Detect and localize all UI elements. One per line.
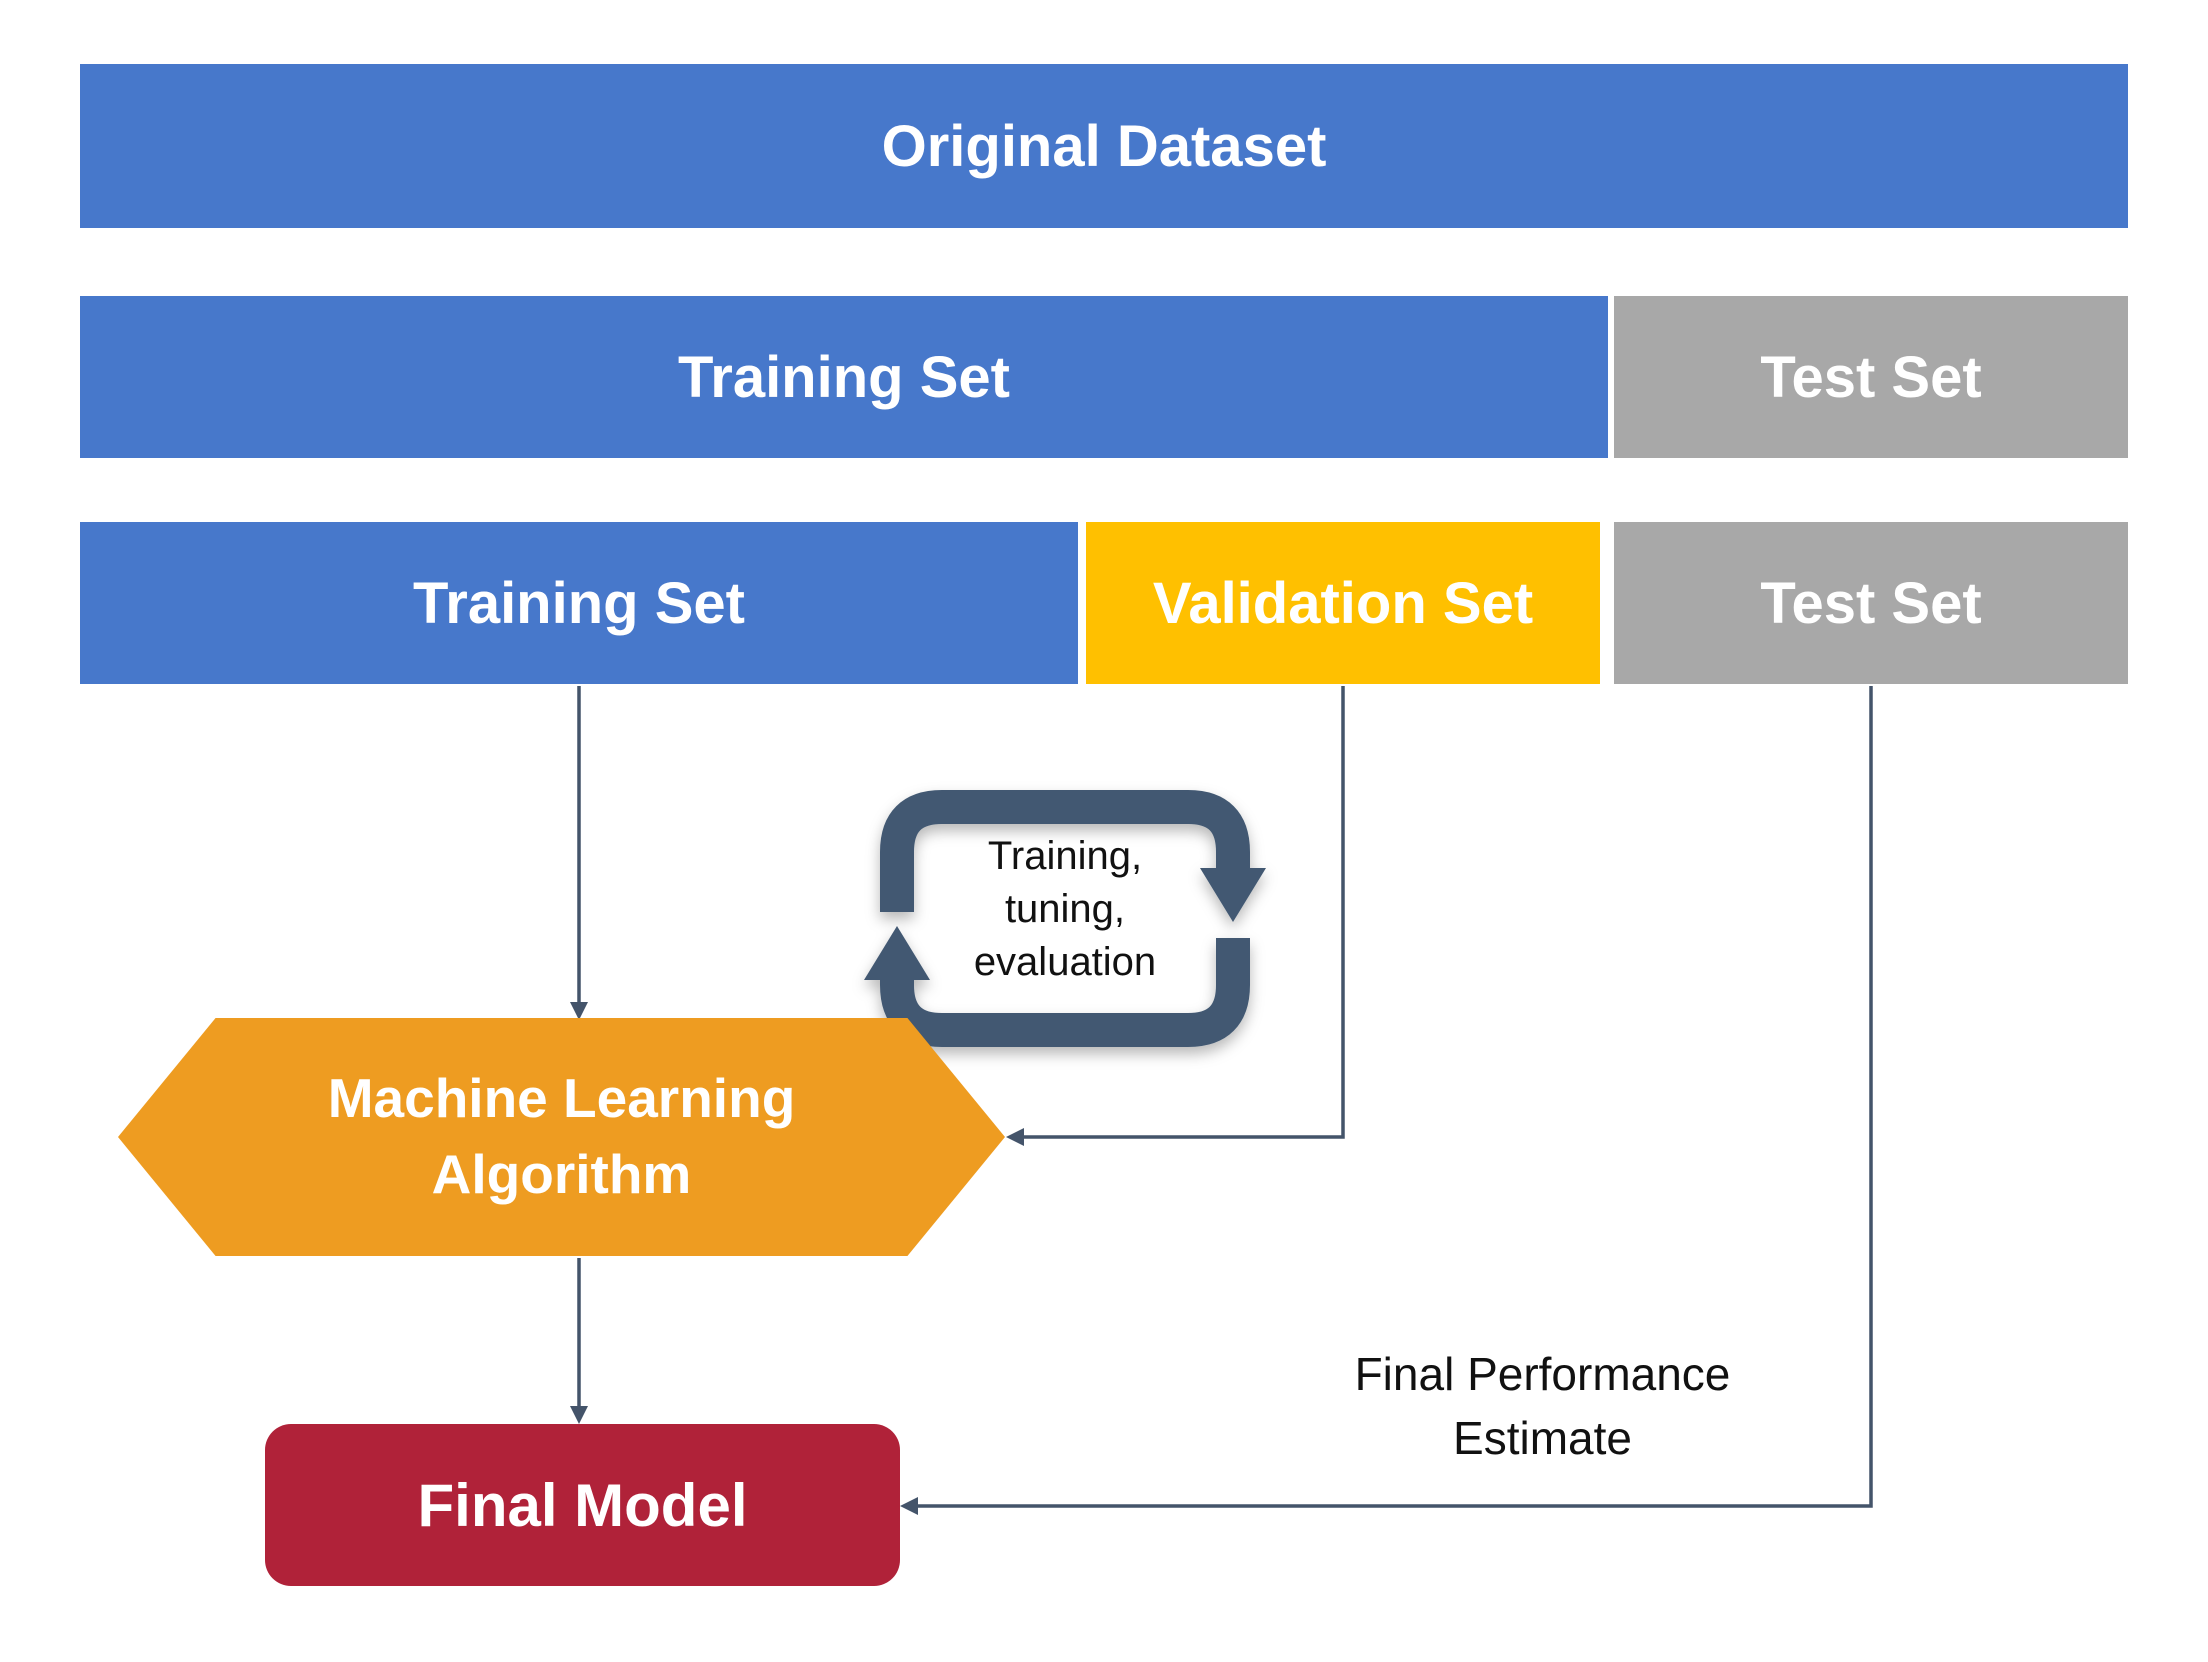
node-split2-validation-set: Validation Set: [1086, 522, 1600, 684]
performance-label-line2: Estimate: [1453, 1412, 1632, 1465]
node-split1-training-set: Training Set: [80, 296, 1608, 458]
cycle-loop-label: Training, tuning, evaluation: [930, 830, 1200, 990]
final-model-label: Final Model: [417, 1471, 748, 1539]
loop-label-line2: tuning,: [1004, 887, 1126, 932]
node-machine-learning-algorithm: Machine Learning Algorithm: [118, 1018, 1005, 1256]
node-final-model: Final Model: [265, 1424, 900, 1586]
ml-algorithm-label: Machine Learning Algorithm: [328, 1061, 796, 1213]
split2-test-label: Test Set: [1760, 570, 1982, 636]
ml-algorithm-label-line1: Machine Learning: [327, 1067, 796, 1130]
performance-label-line1: Final Performance: [1354, 1348, 1731, 1400]
arrow-algorithm-to-final-model: [570, 1258, 588, 1424]
arrow-training-to-algorithm: [570, 686, 588, 1020]
original-dataset-label: Original Dataset: [881, 113, 1327, 179]
split1-test-label: Test Set: [1760, 344, 1982, 410]
ml-algorithm-label-line2: Algorithm: [431, 1143, 692, 1205]
node-split2-training-set: Training Set: [80, 522, 1078, 684]
loop-label-line3: evaluation: [973, 940, 1157, 985]
split1-training-label: Training Set: [678, 344, 1010, 410]
node-split2-test-set: Test Set: [1614, 522, 2128, 684]
node-split1-test-set: Test Set: [1614, 296, 2128, 458]
loop-label-line1: Training,: [987, 834, 1143, 878]
split2-validation-label: Validation Set: [1152, 570, 1534, 636]
node-original-dataset: Original Dataset: [80, 64, 2128, 228]
split2-training-label: Training Set: [413, 570, 745, 636]
final-performance-estimate-label: Final Performance Estimate: [1270, 1342, 1815, 1471]
